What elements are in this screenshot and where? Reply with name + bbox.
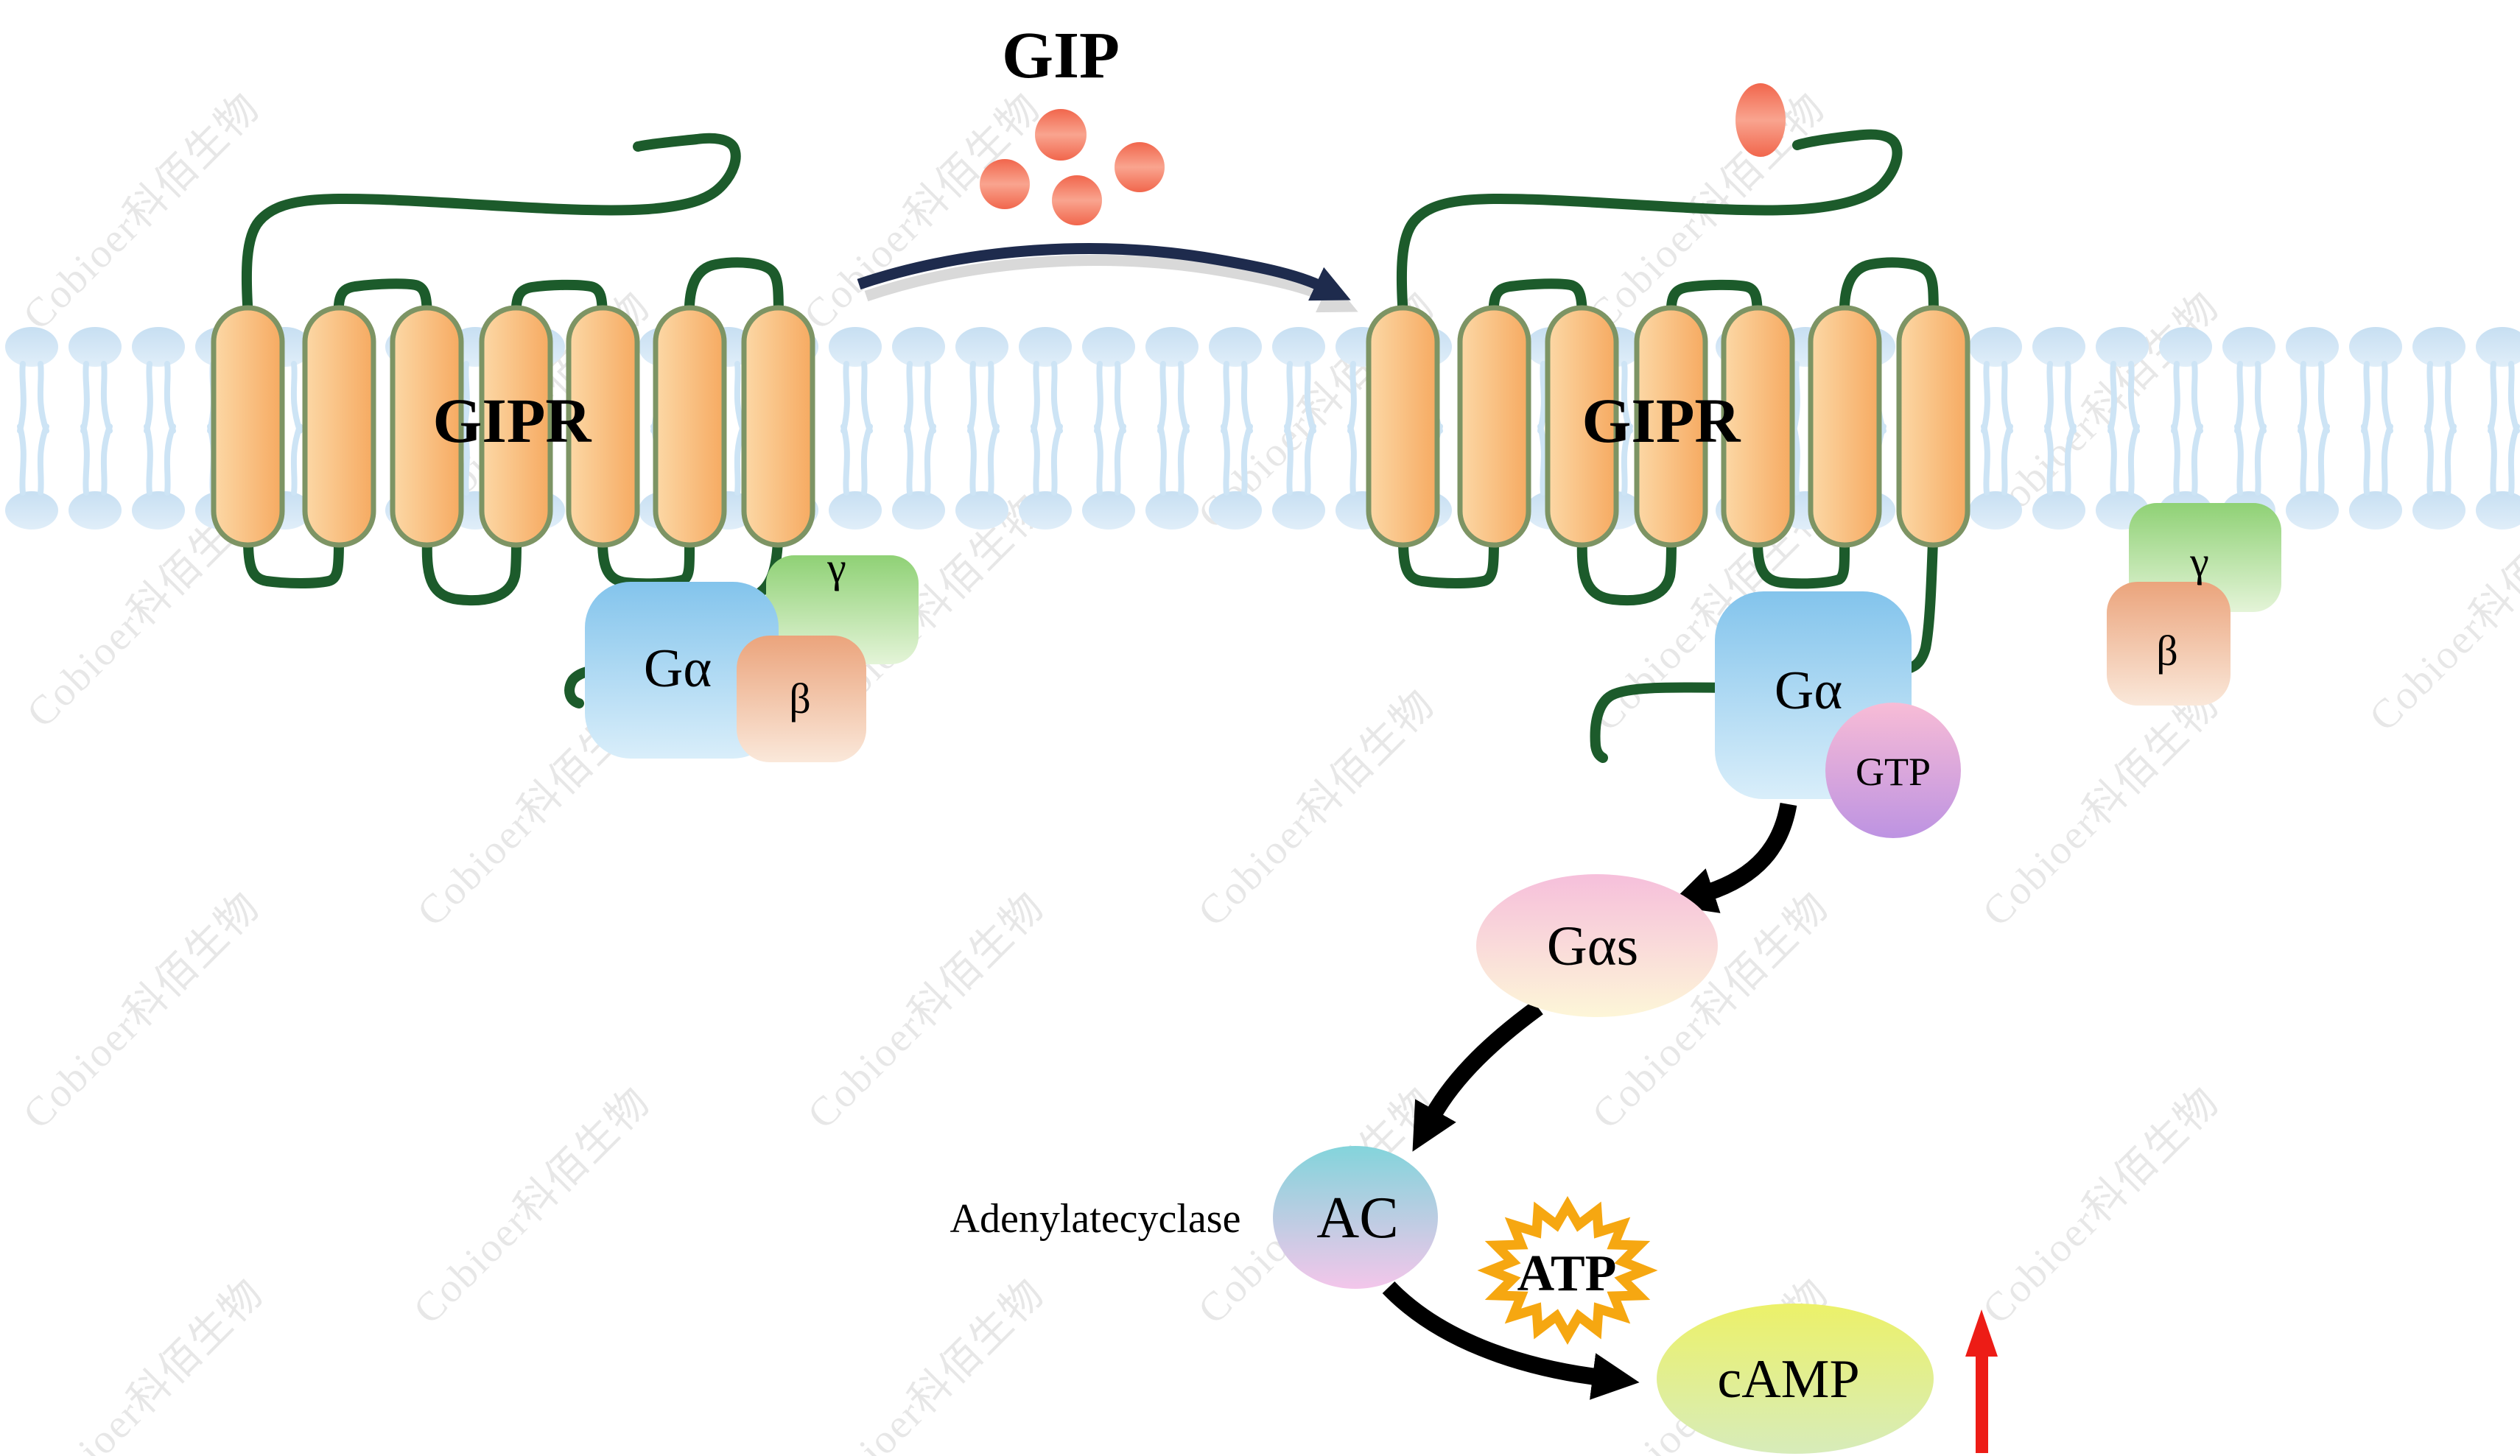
gip-molecule	[1115, 142, 1165, 192]
g-alpha-gtp-right: Gα GTP	[1715, 591, 1961, 838]
g-protein-complex-left: Gα γ β	[585, 544, 919, 762]
gip-molecule-bound	[1735, 83, 1786, 157]
gip-label: GIP	[1002, 19, 1120, 92]
beta-label-left: β	[789, 675, 811, 722]
beta-gamma-complex-right: γ β	[2107, 503, 2281, 706]
gip-molecule	[1035, 109, 1087, 161]
gipr-receptor-left: GIPR	[214, 133, 812, 708]
gamma-label-left: γ	[826, 544, 846, 591]
beta-label-right: β	[2156, 627, 2178, 675]
g-alpha-subunit-left	[585, 582, 779, 759]
watermark-text: Cobioer科佰生物	[799, 884, 1053, 1138]
gamma-label-right: γ	[2189, 538, 2209, 585]
red-arrow-head	[1965, 1309, 1998, 1357]
watermark-text: Cobioer科佰生物	[1974, 1079, 2228, 1333]
arrow-galpha-to-gas	[1668, 802, 1797, 913]
g-alpha-label-left: Gα	[644, 639, 712, 699]
watermark-text: Cobioer科佰生物	[15, 85, 269, 339]
receptor-c-terminus-tail	[1590, 682, 1758, 763]
ac-label: AC	[1316, 1186, 1398, 1251]
watermark-text: Cobioer科佰生物	[1974, 681, 2228, 935]
gas-label: Gαs	[1547, 915, 1638, 977]
red-arrow-shaft	[1976, 1349, 1988, 1453]
watermark-text: Cobioer科佰生物	[799, 1270, 1053, 1456]
activation-arrow-shadow	[864, 255, 1358, 313]
receptor-n-terminus	[241, 133, 741, 322]
adenylate-cyclase-label: Adenylatecyclase	[950, 1196, 1241, 1242]
camp-node: cAMP	[1657, 1304, 1934, 1454]
receptor-n-terminus	[1396, 129, 1903, 322]
watermark-layer: Cobioer科佰生物 Cobioer科佰生物 Cobioer科佰生物 Cobi…	[15, 85, 2520, 1456]
camp-increase-arrow	[1965, 1309, 1998, 1453]
beta-subunit-right	[2107, 582, 2231, 706]
gip-molecule	[980, 159, 1030, 209]
g-alpha-label-right: Gα	[1775, 661, 1842, 721]
ac-node: Adenylatecyclase AC	[950, 1146, 1438, 1289]
watermark-text: Cobioer科佰生物	[15, 884, 269, 1138]
atp-starburst	[1477, 1195, 1658, 1346]
gipr-label-right: GIPR	[1582, 385, 1741, 456]
receptor-c-terminus	[1903, 536, 1938, 674]
atp-label: ATP	[1517, 1245, 1617, 1302]
arrow-ac-to-camp	[1382, 1281, 1640, 1400]
camp-label: cAMP	[1717, 1349, 1859, 1410]
atp-node: ATP	[1477, 1195, 1658, 1346]
activation-arrow	[857, 243, 1358, 313]
gip-molecule	[1052, 175, 1102, 225]
cell-membrane	[0, 326, 2520, 531]
gipr-label-left: GIPR	[433, 385, 592, 456]
activation-arrow-line	[857, 243, 1351, 301]
camp-ellipse	[1657, 1304, 1934, 1454]
arrow-gas-to-ac	[1412, 1000, 1543, 1152]
beta-subunit-left	[737, 636, 866, 762]
ac-ellipse	[1273, 1146, 1438, 1289]
gip-ligand-cluster: GIP	[980, 19, 1165, 225]
gipr-receptor-right: GIPR	[1369, 83, 1968, 763]
gas-ellipse	[1476, 874, 1718, 1017]
gas-node: Gαs	[1476, 874, 1718, 1017]
watermark-text: Cobioer科佰生物	[18, 1270, 273, 1456]
gtp-molecule	[1825, 703, 1961, 838]
watermark-text: Cobioer科佰生物	[1190, 681, 1444, 935]
gtp-label: GTP	[1856, 750, 1931, 794]
watermark-text: Cobioer科佰生物	[405, 1079, 659, 1333]
watermark-text: Cobioer科佰生物	[796, 85, 1050, 339]
